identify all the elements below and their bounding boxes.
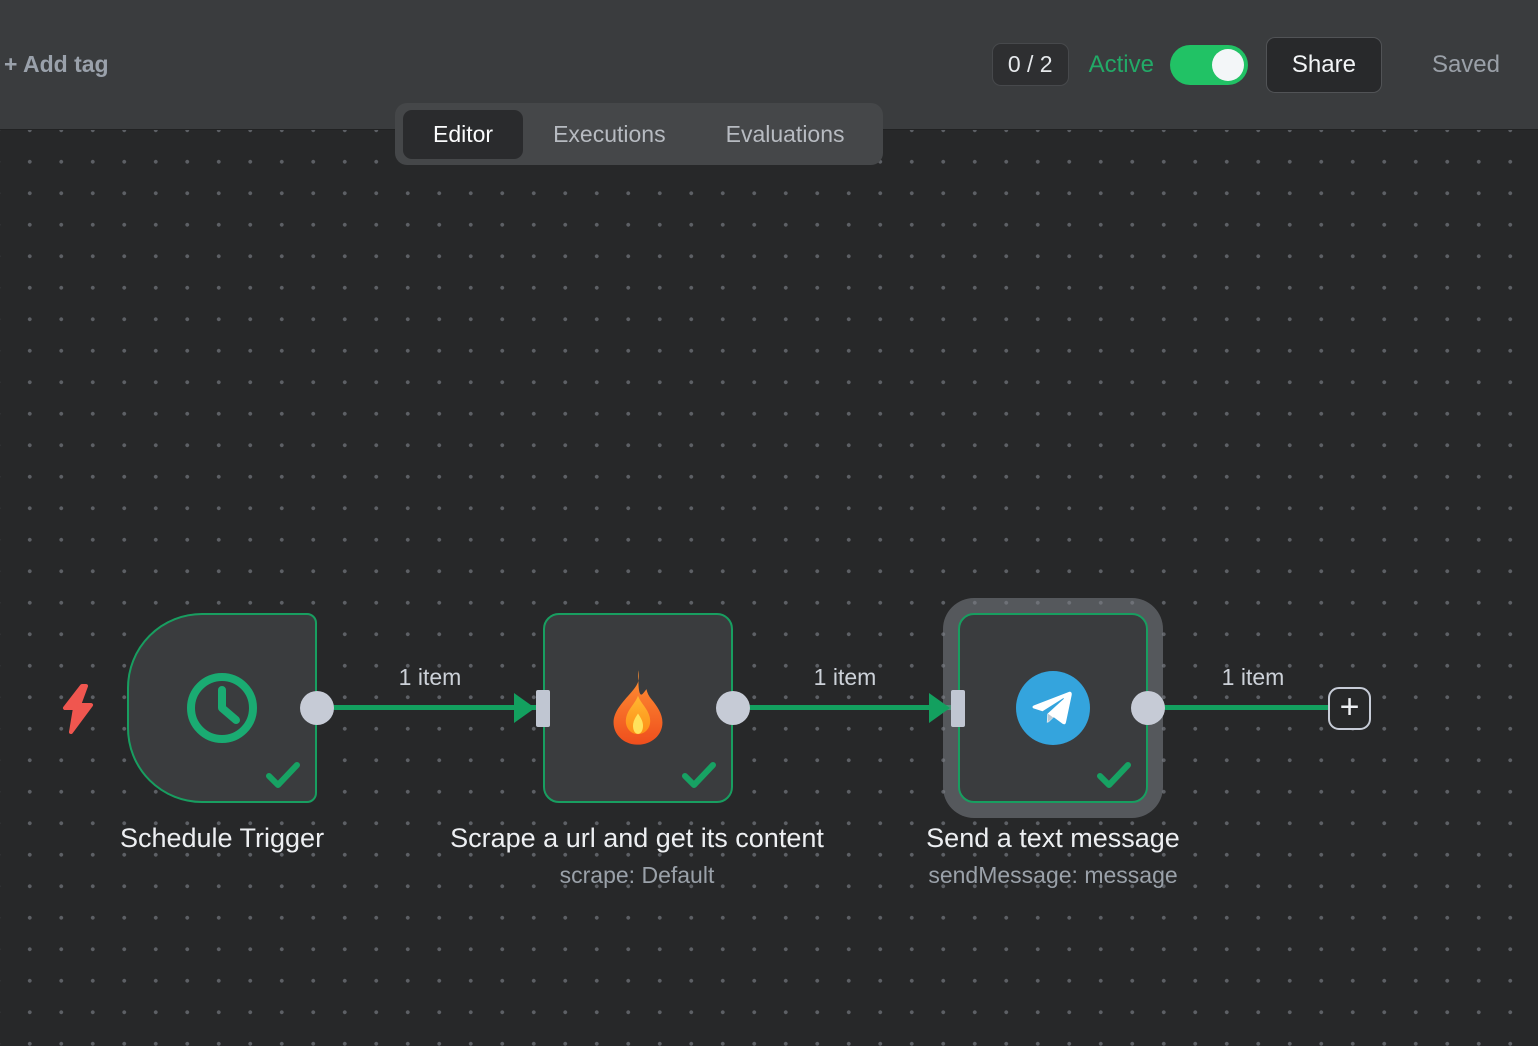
input-port[interactable] — [951, 690, 965, 727]
active-toggle[interactable] — [1169, 44, 1248, 85]
tab-executions[interactable]: Executions — [553, 120, 666, 147]
node-title: Scrape a url and get its content — [450, 823, 824, 853]
workflow-canvas[interactable]: 1 item 1 item 1 item — [0, 130, 1538, 1046]
success-check-icon — [1097, 762, 1131, 788]
fire-icon — [613, 670, 663, 745]
connection-items-label: 1 item — [1221, 664, 1285, 690]
toggle-knob — [1211, 48, 1244, 81]
connection-items-label: 1 item — [813, 664, 877, 690]
output-port[interactable] — [1131, 691, 1165, 725]
node-subtitle: sendMessage: message — [928, 862, 1178, 888]
tab-editor[interactable]: Editor — [403, 109, 524, 159]
clock-icon — [187, 673, 257, 743]
active-label: Active — [1088, 50, 1154, 78]
connection-line[interactable] — [733, 705, 955, 710]
node-subtitle: scrape: Default — [559, 862, 715, 888]
tab-evaluations[interactable]: Evaluations — [725, 120, 845, 147]
connection-line[interactable] — [317, 705, 539, 710]
success-check-icon — [266, 762, 300, 788]
node-label-schedule-trigger: Schedule Trigger — [22, 818, 422, 858]
node-schedule-trigger[interactable] — [127, 613, 317, 803]
input-port[interactable] — [536, 690, 550, 727]
view-tabs: Editor Executions Evaluations — [395, 103, 883, 165]
lightning-bolt-icon — [63, 684, 93, 734]
node-title: Send a text message — [926, 823, 1180, 853]
success-check-icon — [682, 762, 716, 788]
connection-line[interactable] — [1148, 705, 1330, 710]
connection-items-label: 1 item — [398, 664, 462, 690]
connection-arrowhead-icon — [514, 693, 535, 723]
node-label-scrape-url: Scrape a url and get its content scrape:… — [437, 818, 837, 889]
node-label-send-text-message: Send a text message sendMessage: message — [853, 818, 1253, 889]
output-port[interactable] — [716, 691, 750, 725]
share-button[interactable]: Share — [1265, 36, 1382, 93]
top-bar-actions: 0 / 2 Active Share Saved — [991, 36, 1500, 93]
node-title: Schedule Trigger — [119, 823, 325, 853]
add-node-button[interactable]: + — [1328, 687, 1371, 730]
add-tag-button[interactable]: + Add tag — [4, 51, 109, 77]
execution-count-badge: 0 / 2 — [991, 43, 1069, 86]
node-scrape-url[interactable] — [543, 613, 733, 803]
telegram-icon — [1016, 671, 1090, 745]
output-port[interactable] — [300, 691, 334, 725]
node-send-text-message[interactable] — [958, 613, 1148, 803]
saved-status: Saved — [1431, 50, 1500, 78]
connection-arrowhead-icon — [929, 693, 950, 723]
